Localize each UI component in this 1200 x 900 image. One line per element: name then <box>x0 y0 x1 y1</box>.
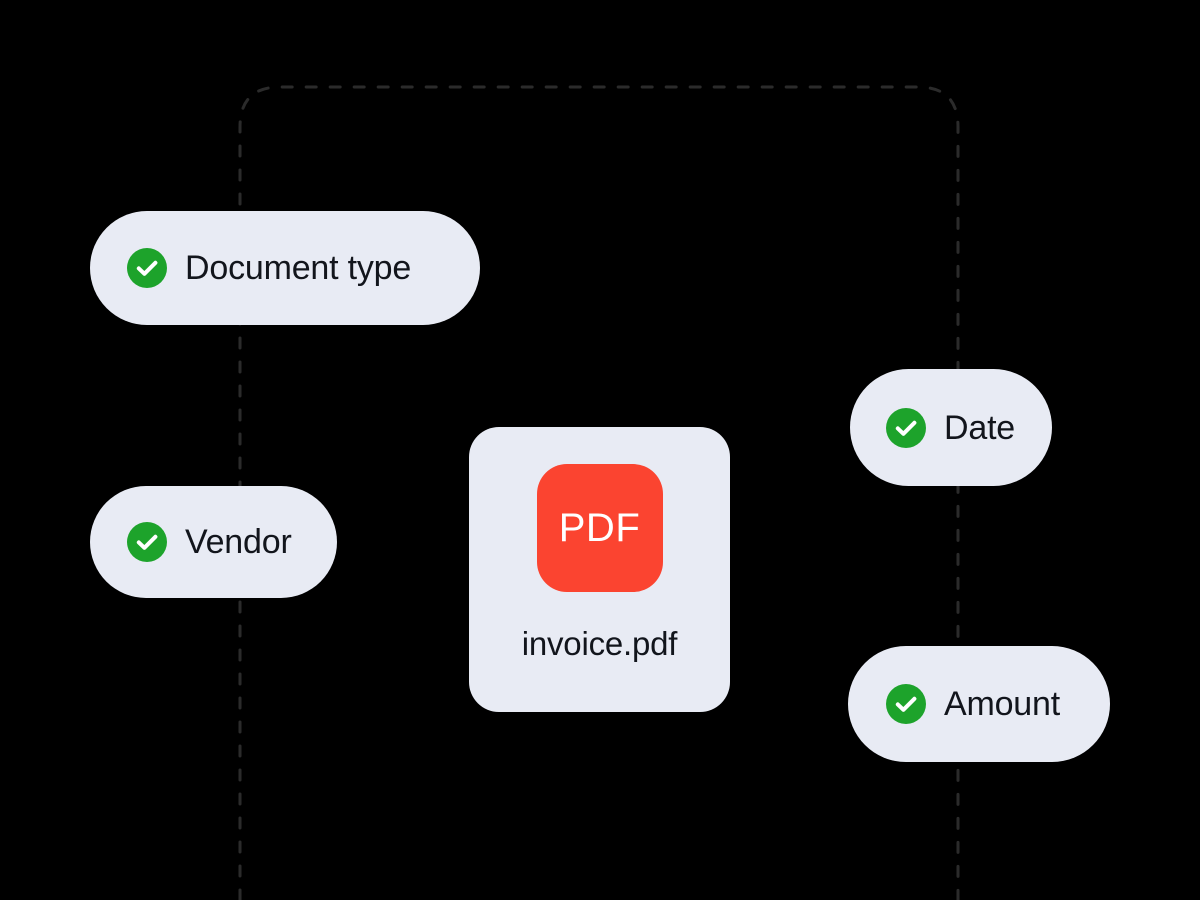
pdf-file-icon: PDF <box>536 464 663 592</box>
field-label-date: Date <box>944 408 1016 447</box>
check-circle-icon <box>886 684 926 724</box>
field-label-vendor: Vendor <box>185 523 292 561</box>
field-pill-amount[interactable]: Amount <box>848 646 1110 762</box>
check-circle-icon <box>886 407 926 448</box>
check-circle-icon <box>127 522 167 562</box>
pdf-badge-label: PDF <box>558 506 641 550</box>
field-pill-document-type[interactable]: Document type <box>90 211 480 325</box>
field-pill-date[interactable]: Date <box>850 369 1052 486</box>
field-label-amount: Amount <box>944 685 1060 723</box>
field-label-document-type: Document type <box>185 249 412 287</box>
file-card-invoice[interactable]: PDF invoice.pdf <box>469 427 730 712</box>
field-pill-vendor[interactable]: Vendor <box>90 486 337 598</box>
check-circle-icon <box>127 248 167 288</box>
file-name-label: invoice.pdf <box>521 625 678 662</box>
